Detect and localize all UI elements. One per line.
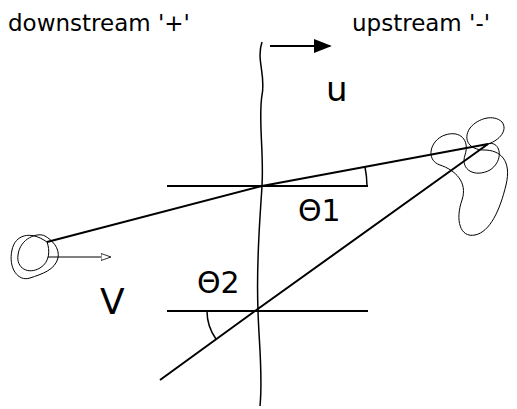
particle-gyration [11, 235, 58, 279]
shock-front [257, 42, 263, 406]
particle-path [160, 144, 488, 380]
angle-label: Θ2 [197, 268, 240, 298]
velocity-symbol: V [100, 284, 125, 320]
particle-velocity-arrow [48, 257, 110, 258]
region-label: upstream '-' [352, 12, 490, 35]
shock-velocity-arrow [270, 45, 330, 47]
particle-path [47, 144, 488, 242]
angle-label: Θ1 [298, 196, 341, 226]
region-label: downstream '+' [8, 12, 190, 35]
velocity-symbol: u [326, 72, 348, 106]
reference-line [167, 310, 368, 312]
angle-arc [207, 311, 216, 339]
particle-gyration [431, 118, 508, 236]
angle-arc [365, 167, 367, 186]
